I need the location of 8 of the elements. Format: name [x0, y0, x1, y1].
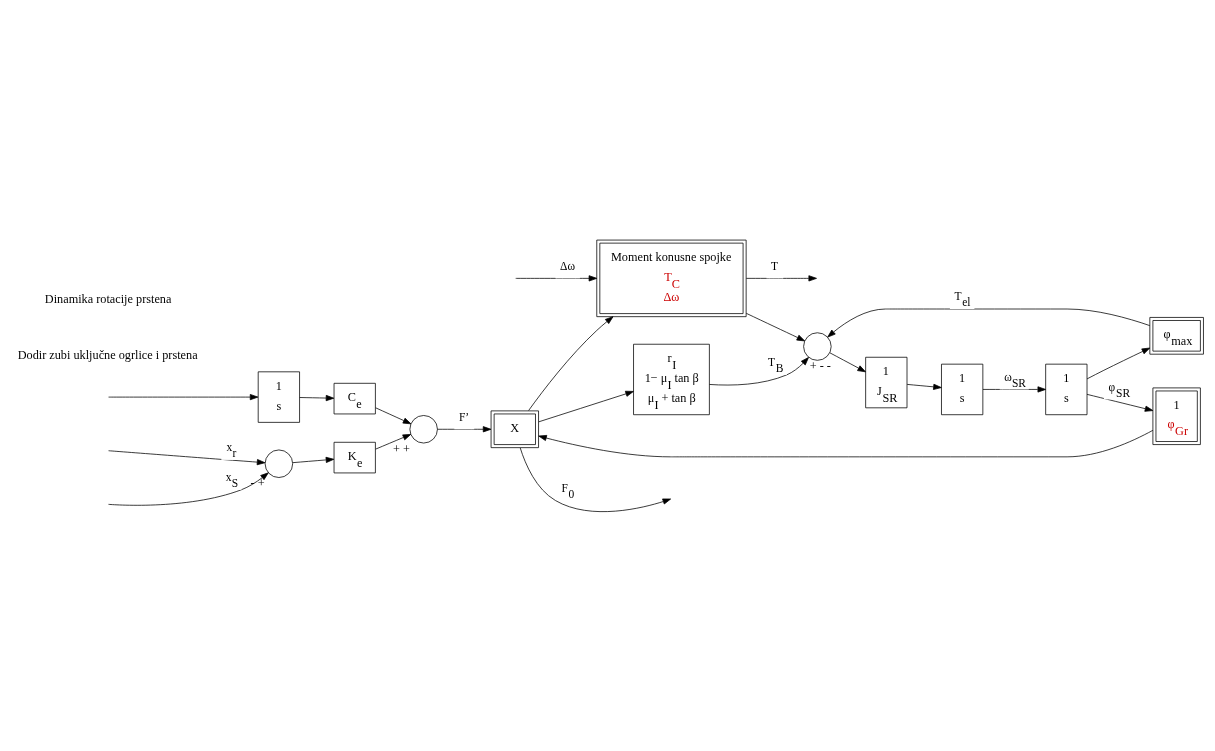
- node-label: + +: [393, 441, 410, 456]
- edge-label: T: [771, 259, 779, 272]
- label: Dinamika rotacije prstena: [44, 291, 172, 306]
- edge-label: F’: [458, 410, 470, 423]
- label: Dodir zubi uključne ogrlice i prstena: [17, 347, 198, 362]
- node-label: - +: [250, 475, 265, 490]
- edge-label: Δω: [560, 259, 575, 272]
- node-label: + - -: [809, 358, 831, 373]
